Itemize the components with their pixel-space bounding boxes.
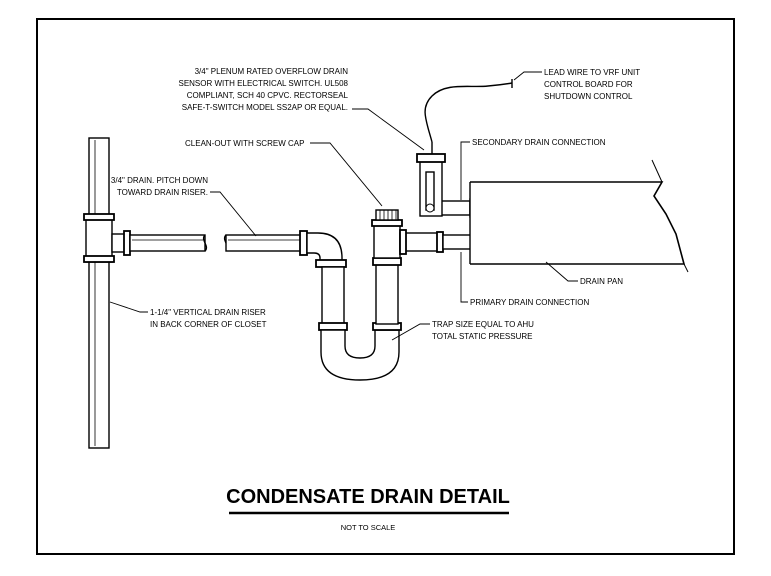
callout-drain-pitch: 3/4" DRAIN. PITCH DOWN TOWARD DRAIN RISE… (111, 176, 208, 197)
page-subtitle: NOT TO SCALE (341, 523, 396, 532)
leader-riser (109, 301, 148, 313)
leader-drain-pan (545, 261, 578, 282)
primary-drain-pipe (399, 229, 482, 255)
leader-trap (391, 323, 430, 341)
p-trap (318, 219, 403, 381)
callout-primary: PRIMARY DRAIN CONNECTION (470, 298, 589, 307)
sensor-lead-wire (424, 79, 513, 143)
vertical-drain-riser (83, 137, 131, 449)
callout-trap-line-2: TOTAL STATIC PRESSURE (432, 332, 532, 341)
callout-sensor-line-2: SENSOR WITH ELECTRICAL SWITCH. UL508 (178, 79, 348, 88)
leader-drain-pitch (210, 191, 257, 237)
horizontal-drain-right (223, 230, 308, 256)
leader-secondary (460, 141, 470, 200)
callout-trap-line-1: TRAP SIZE EQUAL TO AHU (432, 320, 534, 329)
callout-lead-wire-line-1: LEAD WIRE TO VRF UNIT (544, 68, 640, 77)
drain-pan (469, 159, 689, 273)
drain-elbow (306, 232, 347, 268)
leader-primary (460, 252, 468, 303)
overflow-drain-sensor (416, 142, 446, 217)
callout-lead-wire: LEAD WIRE TO VRF UNIT CONTROL BOARD FOR … (544, 68, 640, 101)
callout-lead-wire-line-3: SHUTDOWN CONTROL (544, 92, 633, 101)
callout-riser-line-1: 1-1/4" VERTICAL DRAIN RISER (150, 308, 266, 317)
callout-secondary: SECONDARY DRAIN CONNECTION (472, 138, 606, 147)
callout-drain-pan: DRAIN PAN (580, 277, 623, 286)
callout-sensor-line-3: COMPLIANT, SCH 40 CPVC. RECTORSEAL (187, 91, 349, 100)
callout-drain-pitch-line-1: 3/4" DRAIN. PITCH DOWN (111, 176, 208, 185)
callout-sensor-line-1: 3/4" PLENUM RATED OVERFLOW DRAIN (195, 67, 349, 76)
callout-cleanout: CLEAN-OUT WITH SCREW CAP (185, 139, 304, 148)
callout-drain-pitch-line-2: TOWARD DRAIN RISER. (117, 188, 208, 197)
callout-sensor-line-4: SAFE-T-SWITCH MODEL SS2AP OR EQUAL. (182, 103, 348, 112)
callout-riser-line-2: IN BACK CORNER OF CLOSET (150, 320, 267, 329)
page-title: CONDENSATE DRAIN DETAIL (226, 486, 510, 508)
callout-sensor: 3/4" PLENUM RATED OVERFLOW DRAIN SENSOR … (178, 67, 348, 112)
leader-sensor (352, 108, 425, 151)
callout-trap: TRAP SIZE EQUAL TO AHU TOTAL STATIC PRES… (432, 320, 534, 341)
leader-cleanout (310, 142, 383, 207)
cleanout-screw-cap (375, 209, 399, 221)
sheet-border (36, 18, 735, 555)
callout-riser: 1-1/4" VERTICAL DRAIN RISER IN BACK CORN… (150, 308, 267, 329)
callout-lead-wire-line-2: CONTROL BOARD FOR (544, 80, 633, 89)
leader-lead-wire (513, 71, 542, 81)
horizontal-drain-left (129, 234, 208, 252)
